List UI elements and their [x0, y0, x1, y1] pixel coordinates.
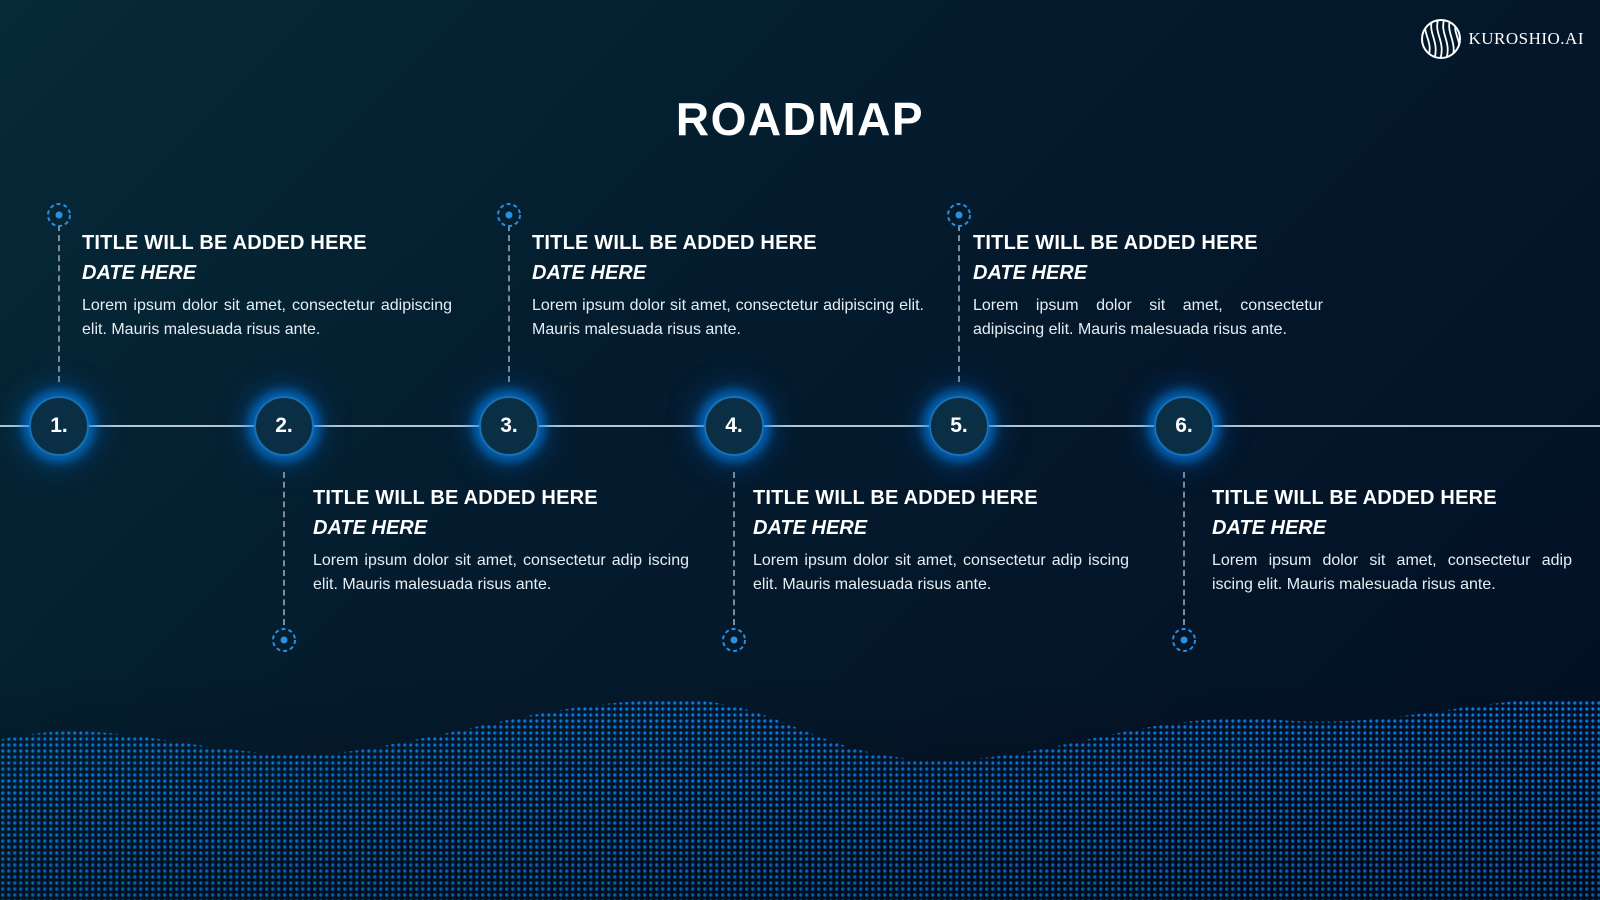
step-card-1: TITLE WILL BE ADDED HERE DATE HERE Lorem… [82, 228, 452, 342]
step-card-3: TITLE WILL BE ADDED HERE DATE HERE Lorem… [532, 228, 924, 342]
step-date: DATE HERE [973, 262, 1088, 284]
step-node-2: 2. [254, 396, 314, 456]
particle-wave-decoration [0, 670, 1600, 900]
step-date: DATE HERE [532, 262, 647, 284]
step-date: DATE HERE [1212, 517, 1327, 539]
target-pin-icon [272, 628, 296, 652]
step-description: Lorem ipsum dolor sit amet, consectetur … [82, 297, 452, 338]
step-title: TITLE WILL BE ADDED HERE [313, 487, 598, 509]
step-description: Lorem ipsum dolor sit amet, consectetur … [973, 297, 1323, 338]
step-connector [958, 225, 960, 382]
step-title: TITLE WILL BE ADDED HERE [532, 232, 817, 254]
step-description: Lorem ipsum dolor sit amet, consectetur … [753, 552, 1129, 593]
striped-sphere-icon [1421, 19, 1462, 59]
step-title: TITLE WILL BE ADDED HERE [753, 487, 1038, 509]
target-pin-icon [1172, 628, 1196, 652]
step-card-5: TITLE WILL BE ADDED HERE DATE HERE Lorem… [973, 228, 1323, 342]
step-description: Lorem ipsum dolor sit amet, consectetur … [532, 297, 924, 338]
step-title: TITLE WILL BE ADDED HERE [973, 232, 1258, 254]
step-description: Lorem ipsum dolor sit amet, consectetur … [313, 552, 689, 593]
step-description: Lorem ipsum dolor sit amet, consectetur … [1212, 552, 1572, 593]
step-connector [1183, 472, 1185, 625]
step-node-4: 4. [704, 396, 764, 456]
step-node-5: 5. [929, 396, 989, 456]
brand-name: KUROSHIO.AI [1468, 29, 1584, 48]
brand-logo: KUROSHIO.AI [1420, 18, 1584, 60]
step-card-4: TITLE WILL BE ADDED HERE DATE HERE Lorem… [753, 483, 1129, 597]
step-title: TITLE WILL BE ADDED HERE [82, 232, 367, 254]
step-connector [508, 225, 510, 382]
step-connector [58, 225, 60, 382]
step-card-6: TITLE WILL BE ADDED HERE DATE HERE Lorem… [1212, 483, 1572, 597]
step-node-1: 1. [29, 396, 89, 456]
step-date: DATE HERE [753, 517, 868, 539]
step-date: DATE HERE [82, 262, 197, 284]
target-pin-icon [947, 203, 971, 227]
target-pin-icon [497, 203, 521, 227]
timeline-line [0, 425, 1600, 427]
step-date: DATE HERE [313, 517, 428, 539]
step-title: TITLE WILL BE ADDED HERE [1212, 487, 1497, 509]
step-node-3: 3. [479, 396, 539, 456]
target-pin-icon [47, 203, 71, 227]
step-connector [733, 472, 735, 625]
step-connector [283, 472, 285, 625]
step-node-6: 6. [1154, 396, 1214, 456]
target-pin-icon [722, 628, 746, 652]
page-title: ROADMAP [675, 93, 925, 145]
step-card-2: TITLE WILL BE ADDED HERE DATE HERE Lorem… [313, 483, 689, 597]
